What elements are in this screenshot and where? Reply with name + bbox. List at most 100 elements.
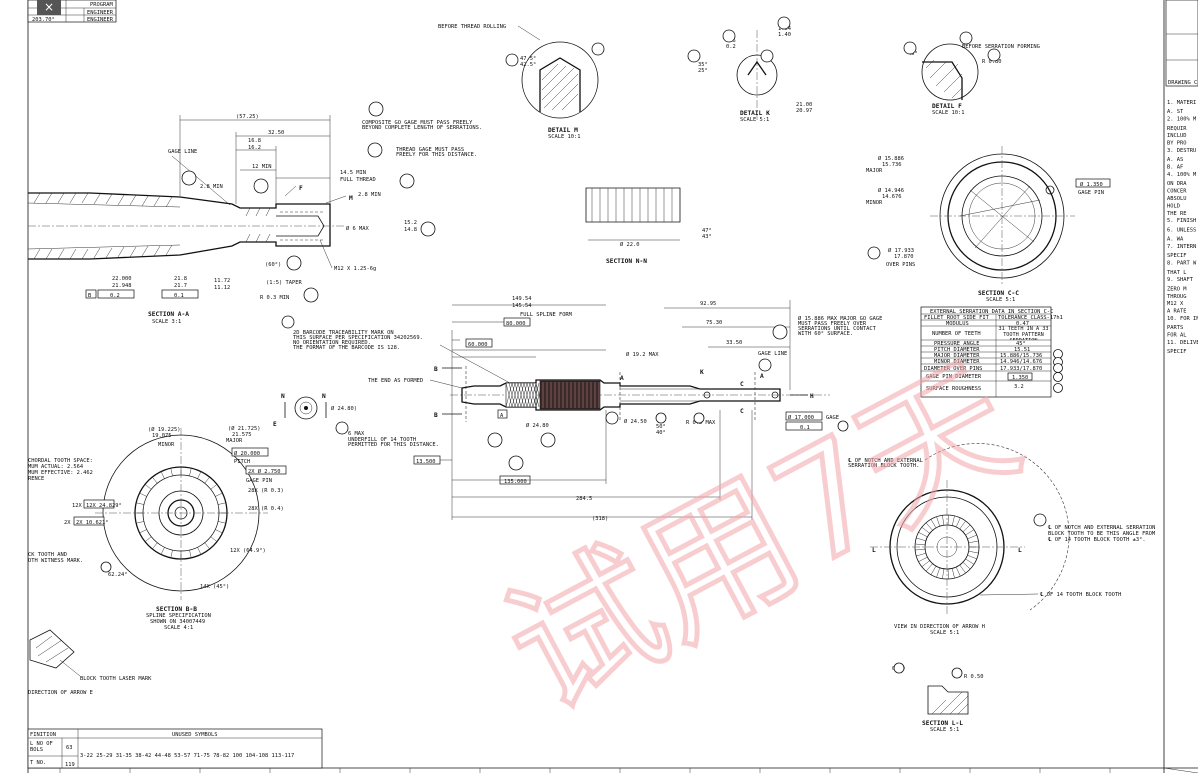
dim-22-000: 22.000: [112, 276, 131, 282]
serration-tooth: [926, 564, 933, 572]
cc-over-pins: OVER PINS: [886, 262, 915, 268]
spline-tooth: [197, 547, 200, 554]
section-marker-b-bottom: B: [434, 412, 438, 419]
detail-f-scale: SCALE 10:1: [932, 110, 964, 116]
witness-2: OTH WITNESS MARK.: [28, 558, 83, 564]
detail-f-note: BEFORE SERRATION FORMING: [962, 44, 1040, 50]
dim-d19-max: Ø 19.2 MAX: [626, 351, 659, 358]
section-b-b-title: SECTION B-B: [156, 606, 197, 613]
general-note-line: A RATE: [1167, 309, 1186, 315]
spline-tooth: [205, 543, 210, 549]
section-b-b: CHORDAL TOOTH SPACE: MUM ACTUAL: 2.564 M…: [28, 425, 286, 631]
section-marker-a-right: A: [760, 373, 764, 380]
spline-tooth: [197, 472, 200, 479]
section-marker-c-bottom: C: [740, 408, 744, 415]
general-note-line: A. AS: [1167, 157, 1183, 163]
general-note-line: INCLUD: [1167, 133, 1186, 139]
bb-pitch-dia: Ø 20.000: [234, 450, 260, 457]
general-note-line: 3. DESTRU: [1167, 148, 1196, 154]
general-note-line: ZERO M: [1167, 286, 1187, 292]
general-note-line: 8. PART W: [1167, 261, 1197, 267]
row-modulus: MODULUS: [946, 321, 969, 327]
general-note-line: 4. 100% M: [1167, 172, 1197, 178]
cc-gage-pin-label: GAGE PIN: [1078, 190, 1104, 196]
cc-pins-d2: 17.870: [894, 254, 913, 260]
cc-minor-d1: Ø 14.946: [878, 187, 904, 194]
general-note-line: 9. SHAFT: [1167, 277, 1194, 283]
general-note-line: 7. INTERN: [1167, 244, 1196, 250]
detail-m-title: DETAIL M: [548, 127, 578, 134]
cc-minor-d2: 14.676: [882, 194, 901, 200]
tolerance-0-1: 0.1: [174, 293, 184, 299]
program-label: PROGRAM: [90, 2, 113, 8]
view-h-note2-3: ℄ OF 14 TOOTH BLOCK TOOTH ±3°.: [1047, 537, 1146, 543]
spline-tooth: [218, 521, 226, 523]
detail-m-note: BEFORE THREAD ROLLING: [438, 24, 506, 30]
dim-145-54: 145.54: [512, 303, 531, 309]
section-marker-a-top: A: [620, 375, 624, 382]
general-note-line: A. WA: [1167, 237, 1184, 243]
bb-pin: 2X Ø 2.750: [248, 468, 280, 475]
notes-head: DRAWING C: [1168, 80, 1197, 86]
view-h-note3: ℄ OF 14 TOOTH BLOCK TOOTH: [1039, 592, 1121, 598]
serration-tooth: [960, 565, 966, 573]
close-button[interactable]: ×: [37, 0, 61, 15]
view-h-scale: SCALE 5:1: [930, 630, 959, 636]
nn-angle-43: 43°: [702, 234, 712, 240]
table-col-definition: FINITION: [30, 732, 56, 738]
detail-k-title: DETAIL K: [740, 110, 770, 117]
full-thread-label: FULL THREAD: [340, 177, 376, 183]
unused-symbols-list: 3-22 25-29 31-35 38-42 44-48 53-57 71-75…: [80, 753, 294, 759]
view-e-title: DIRECTION OF ARROW E: [28, 690, 93, 696]
dim-60-000: 60.000: [468, 342, 487, 348]
nn-dia: Ø 22.0: [620, 241, 639, 248]
gage-line-main: GAGE LINE: [758, 351, 787, 357]
serration-tooth: [952, 568, 954, 578]
dim-d24-50: Ø 24.50: [624, 418, 647, 425]
cc-gage-pin: Ø 1.350: [1080, 181, 1103, 188]
dim-11-72: 11.72: [214, 278, 230, 284]
bb-minor: MINOR: [158, 442, 175, 448]
cc-major-label: MAJOR: [866, 168, 883, 174]
spline-tooth: [161, 547, 164, 554]
general-note-line: THAT L: [1167, 270, 1186, 276]
taper-label: (1:5) TAPER: [266, 280, 302, 286]
spline-tooth: [152, 543, 157, 549]
dim-21-7: 21.7: [174, 283, 187, 289]
bb-angle-45: 14X (45°): [200, 584, 229, 590]
serration-tooth: [969, 541, 979, 543]
spline-tooth: [145, 537, 151, 542]
section-a-a: (57.25) 32.50 16.8 16.2 12 MIN 14.5 MIN …: [28, 102, 482, 325]
dim-32-50: 32.50: [268, 130, 284, 136]
spline-tooth: [136, 521, 144, 523]
angle-60: (60°): [265, 262, 281, 268]
section-c-c-title: SECTION C-C: [978, 290, 1019, 297]
cc-major-d1: Ø 15.886: [878, 155, 904, 162]
spline-tooth: [189, 550, 191, 558]
dim-1-40: 1.40: [778, 32, 791, 38]
engineer-label: ENGINEER: [87, 10, 114, 16]
dim-11-12: 11.12: [214, 285, 230, 291]
general-note-line: CONCER: [1167, 189, 1187, 195]
detail-k-scale: SCALE 5:1: [740, 117, 769, 123]
bb-minor-d1: (Ø 19.225): [148, 426, 180, 433]
spline-tooth: [211, 537, 217, 542]
serration-tooth: [967, 555, 976, 559]
dim-20-97: 20.97: [796, 108, 812, 114]
row-over-pins-val: 17.933/17.870: [1000, 366, 1042, 372]
detail-f: BEFORE SERRATION FORMING 45° R 0.80 DETA…: [904, 32, 1040, 116]
bb-b1-prefix: 12X: [72, 503, 82, 509]
serration-tooth: [937, 568, 940, 577]
spline-tooth: [140, 493, 147, 496]
general-note-line: 5. FINISH: [1167, 218, 1196, 224]
section-c-c: Ø 15.886 15.736 MAJOR Ø 14.946 14.676 MI…: [866, 146, 1110, 303]
general-note-line: THE RE: [1167, 211, 1186, 217]
section-n-n: Ø 22.0 47° 43° SECTION N-N: [586, 188, 712, 265]
dim-14-8: 14.8: [404, 227, 417, 233]
section-marker-c-top: C: [740, 381, 744, 388]
view-direction-e: BLOCK TOOTH LASER MARK DIRECTION OF ARRO…: [28, 630, 152, 696]
detail-m-scale: SCALE 10:1: [548, 134, 580, 140]
dim-57-25: (57.25): [236, 114, 259, 120]
spline-tooth: [171, 468, 173, 476]
